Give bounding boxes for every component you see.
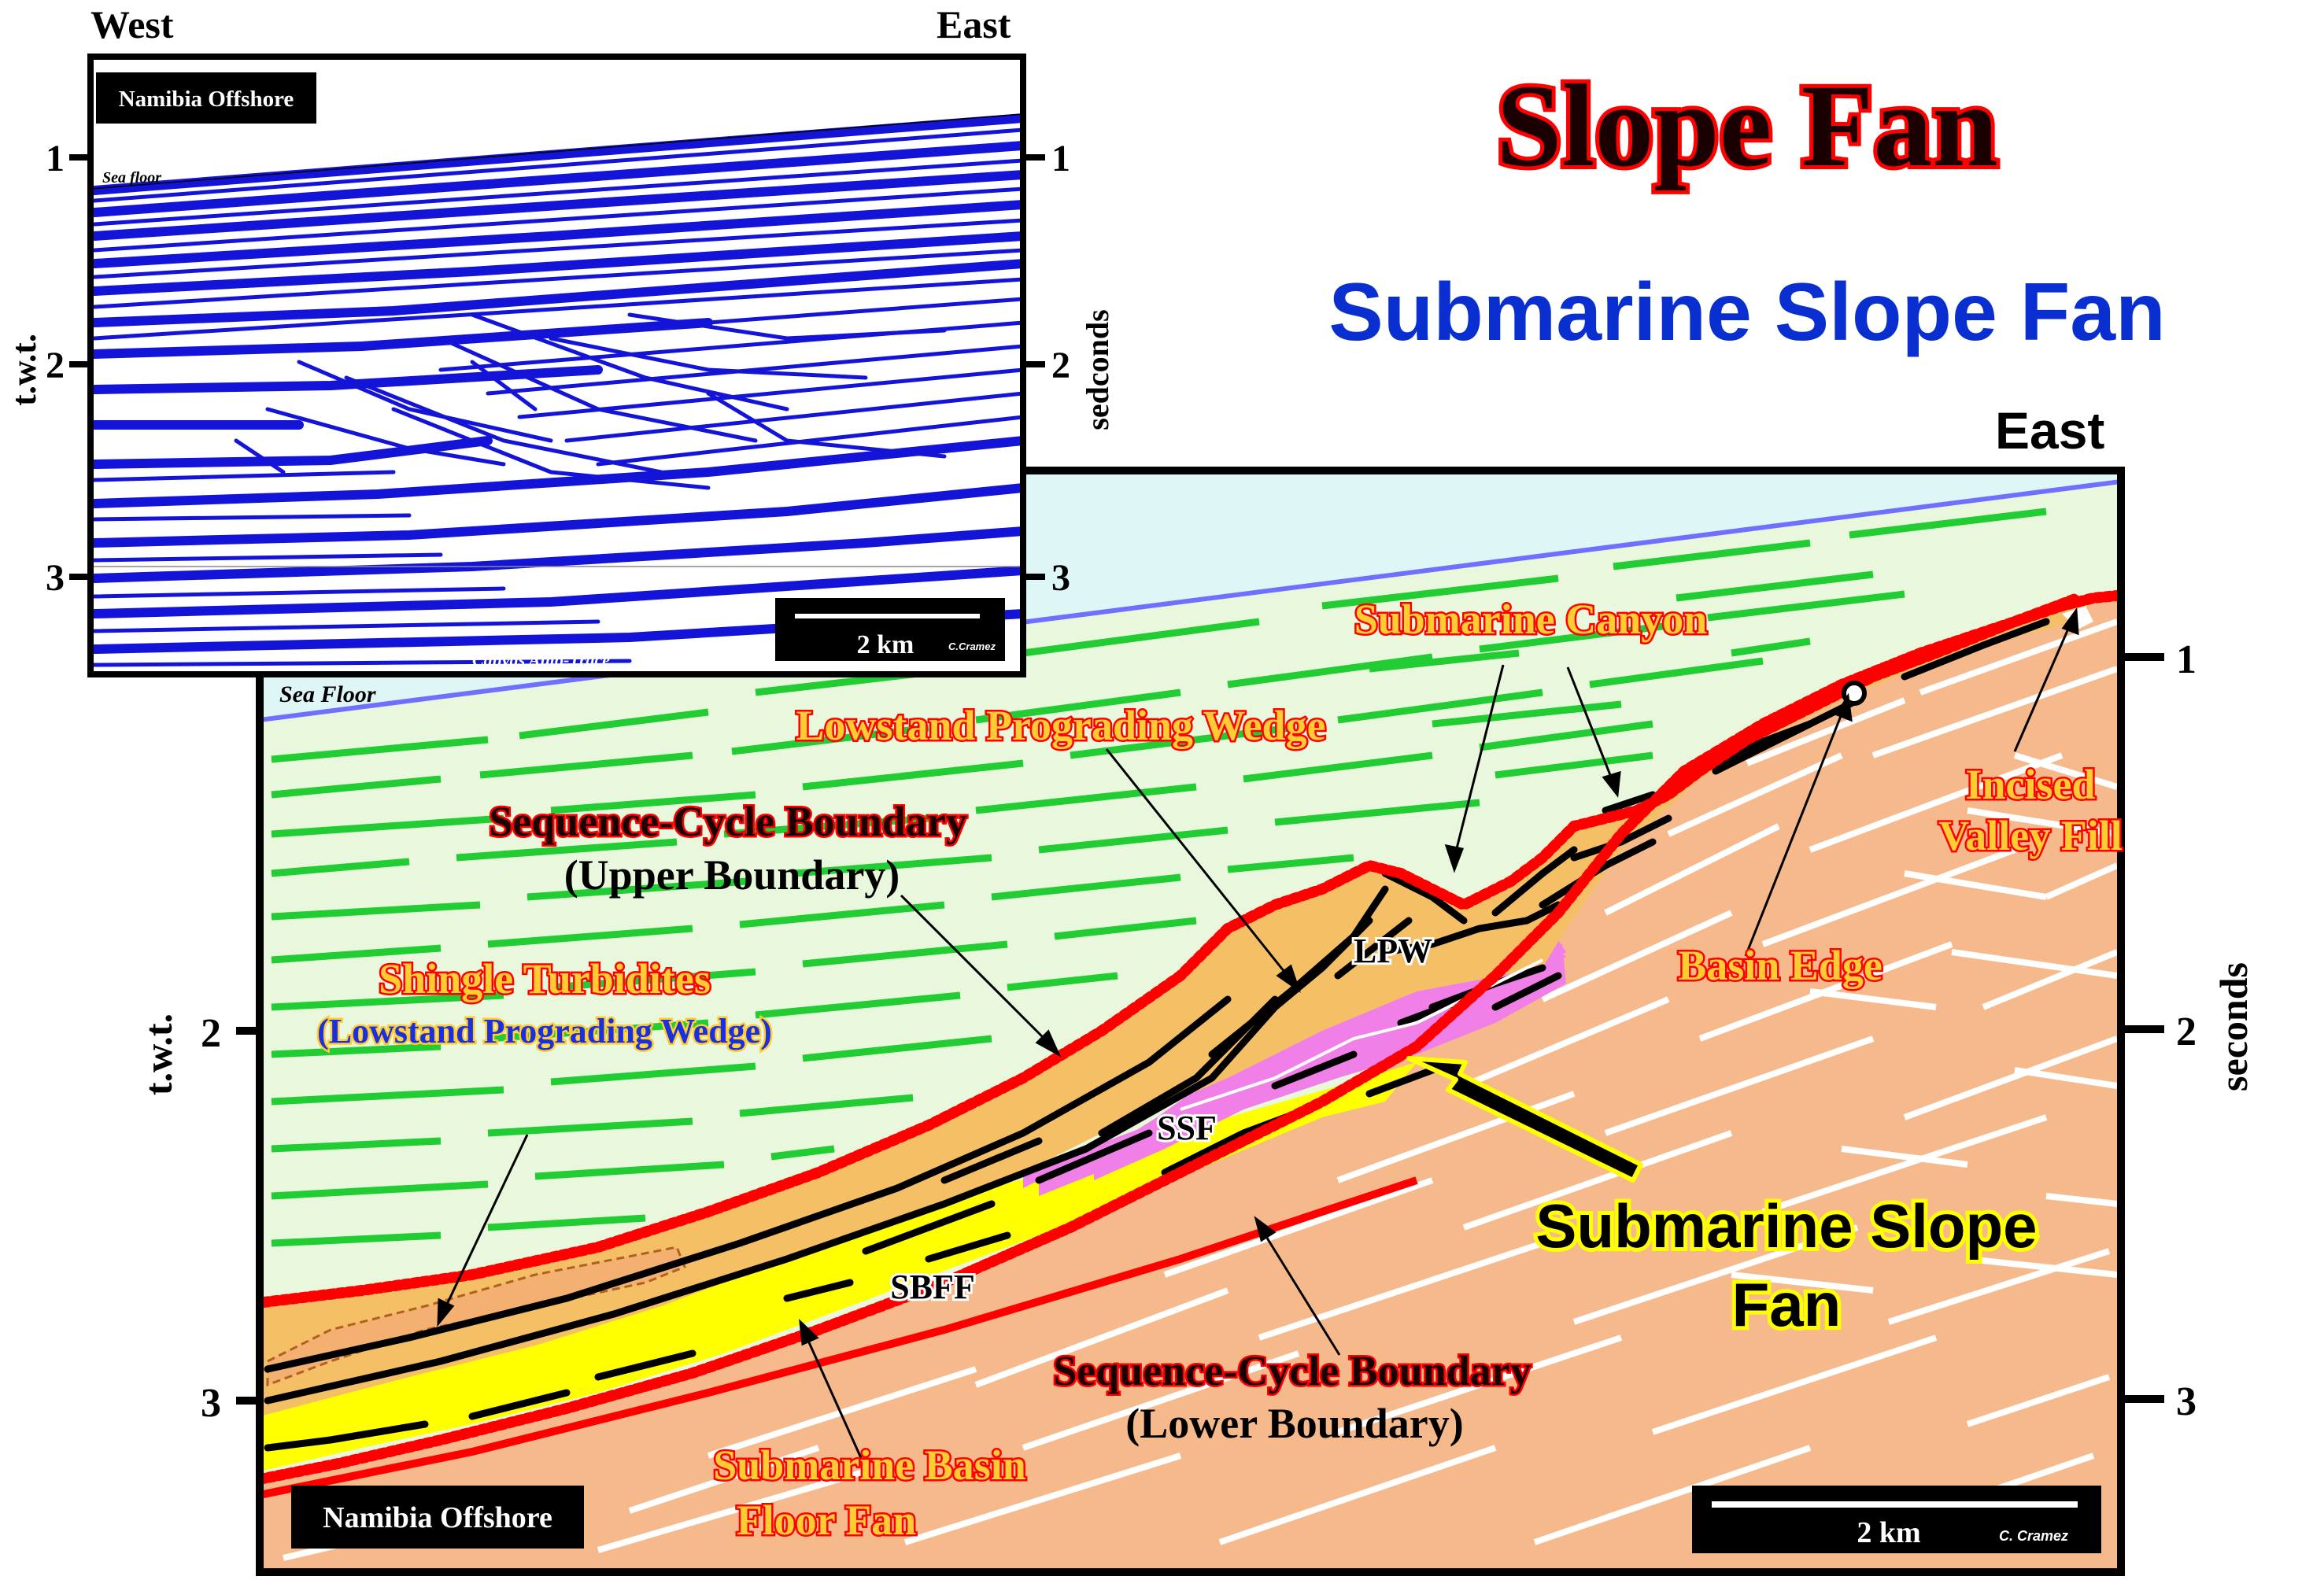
- main-label-east: East: [1995, 401, 2104, 460]
- main-frame: [256, 467, 2125, 1576]
- inset-axis-right: sedconds: [1080, 309, 1115, 430]
- label-basin-floor-2: Floor Fan: [737, 1497, 917, 1544]
- sea-floor-line: [260, 479, 2121, 722]
- label-scb-upper-2: (Upper Boundary): [564, 851, 900, 899]
- main-tick-right-3: 3: [2176, 1379, 2197, 1424]
- inset-tick-right-3: 3: [1051, 557, 1070, 599]
- inset-tick-right-1: 1: [1051, 138, 1070, 179]
- inset-tick-left-2: 2: [46, 345, 65, 386]
- inset-ticks: [69, 154, 1045, 580]
- label-scb-upper-1: Sequence-Cycle Boundary: [489, 798, 967, 845]
- slope-fan-arrow: [1406, 1056, 1643, 1183]
- inset-credit: C.Cramez: [948, 640, 996, 652]
- base-red-line: [260, 1176, 1418, 1499]
- inset-label-west: West: [91, 2, 174, 46]
- internal-horizons: [264, 618, 2050, 1452]
- inset-scale-text: 2 km: [857, 630, 914, 659]
- inset-scale-box: [775, 598, 1005, 661]
- main-badge-text: Namibia Offshore: [323, 1501, 552, 1534]
- main-axis-right: seconds: [2211, 962, 2256, 1091]
- label-scb-lower-2: (Lower Boundary): [1125, 1400, 1464, 1447]
- main-section: [260, 471, 2121, 1572]
- label-shingle-1: Shingle Turbidites: [379, 955, 711, 1002]
- label-scb-lower-1: Sequence-Cycle Boundary: [1053, 1347, 1531, 1394]
- main-tick-left-2: 2: [201, 1011, 221, 1056]
- label-sbff: SBFF: [890, 1268, 975, 1306]
- label-slope-fan-2: Fan: [1732, 1270, 1842, 1339]
- main-axis-left: t.w.t.: [136, 1013, 180, 1095]
- main-scale-text: 2 km: [1857, 1516, 1920, 1549]
- label-slope-fan-1: Submarine Slope: [1535, 1191, 2037, 1261]
- label-ssf: SSF: [1157, 1109, 1217, 1147]
- label-lowstand-wedge: Lowstand Prograding Wedge: [796, 702, 1325, 749]
- inset-tick-left-3: 3: [46, 557, 65, 599]
- annotation-arrows: [437, 607, 2079, 1460]
- label-basin-edge: Basin Edge: [1678, 942, 1882, 989]
- inset-tick-left-1: 1: [46, 138, 65, 179]
- basement-reflectors: [283, 618, 2119, 1561]
- label-incised-2: Valley Fill: [1938, 812, 2123, 859]
- basement: [260, 592, 2121, 1572]
- label-basin-floor-1: Submarine Basin: [713, 1442, 1026, 1489]
- main-credit: C. Cramez: [1999, 1528, 2068, 1544]
- main-sea-floor: Sea Floor: [279, 681, 376, 707]
- inset-seismic: [87, 54, 1026, 677]
- inset-label-east: East: [937, 2, 1011, 46]
- inset-badge: [96, 72, 316, 124]
- main-ticks: [236, 653, 2164, 1405]
- main-scale-box: [1692, 1486, 2101, 1553]
- inset-axis-left: t.w.t.: [5, 334, 43, 406]
- inset-tick-right-2: 2: [1051, 345, 1070, 386]
- main-tick-right-2: 2: [2176, 1010, 2197, 1054]
- shingle-lens: [266, 1246, 686, 1387]
- main-badge: [291, 1486, 584, 1549]
- green-reflectors: [271, 508, 2047, 1247]
- inset-sea-floor: Sea floor: [102, 169, 161, 186]
- inset-trace-credit: Canvas Auto-Trace: [472, 650, 610, 670]
- label-lpw: LPW: [1354, 932, 1432, 970]
- sub-title: Submarine Slope Fan: [1328, 267, 2165, 358]
- main-title: Slope Fan: [1496, 61, 1998, 191]
- label-submarine-canyon: Submarine Canyon: [1354, 596, 1708, 643]
- label-shingle-2: (Lowstand Prograding Wedge): [317, 1012, 772, 1050]
- inset-badge-text: Namibia Offshore: [119, 87, 294, 112]
- label-incised-1: Incised: [1965, 761, 2095, 808]
- main-tick-left-3: 3: [201, 1381, 221, 1426]
- geo-labels: Submarine Canyon Lowstand Prograding Wed…: [316, 594, 2125, 1546]
- main-tick-right-1: 1: [2176, 637, 2197, 682]
